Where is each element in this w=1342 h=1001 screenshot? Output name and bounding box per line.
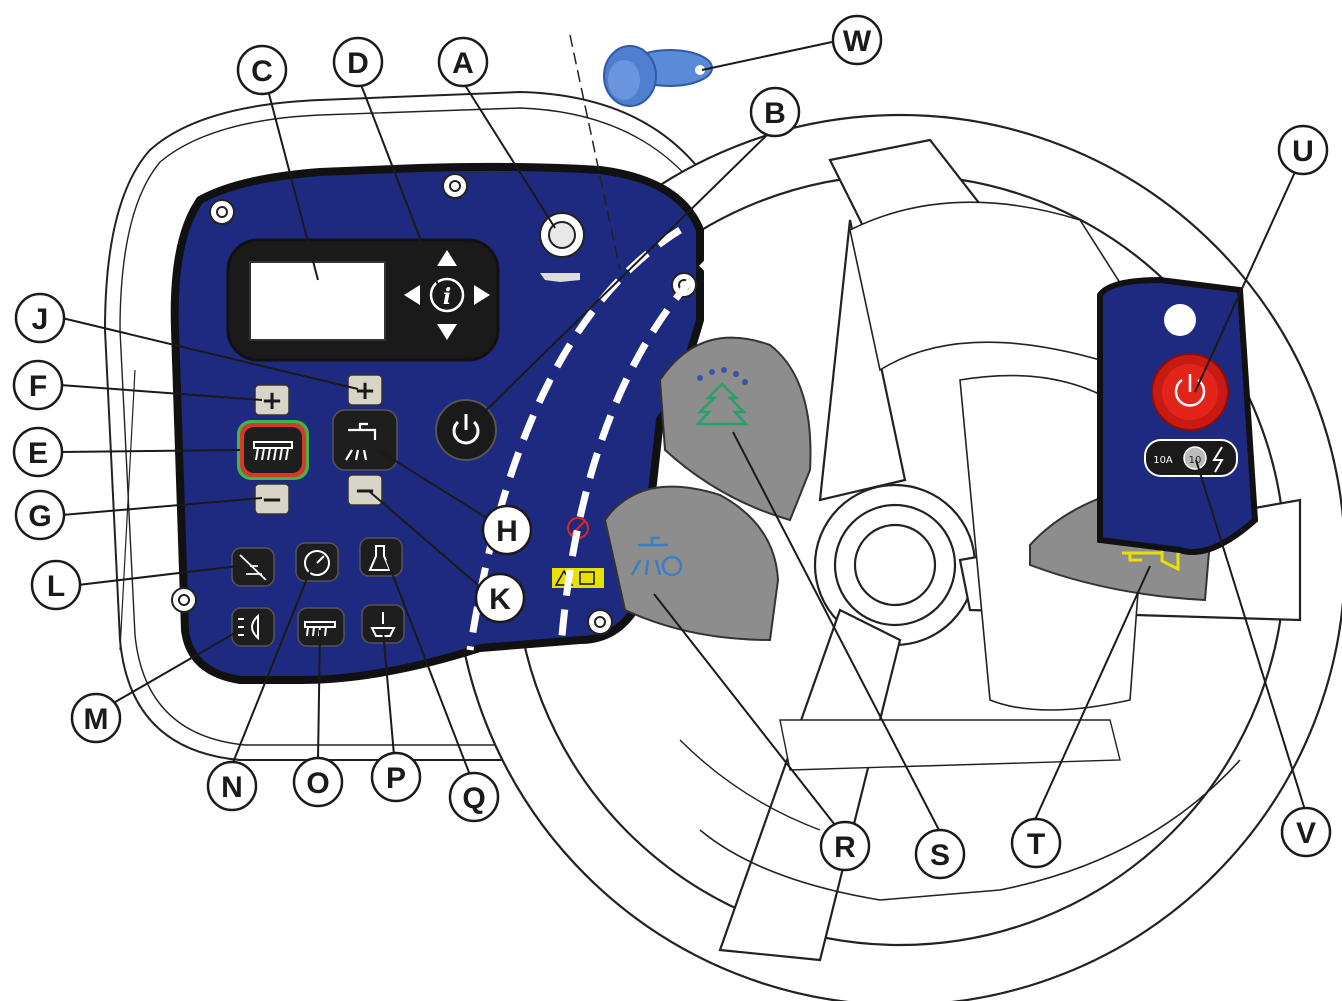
svg-text:J: J xyxy=(32,303,49,336)
callout-V: V xyxy=(1280,806,1332,858)
squeegee-icon xyxy=(370,612,396,637)
brush-plus-button[interactable]: + xyxy=(254,384,290,416)
svg-text:C: C xyxy=(251,55,273,88)
callout-J: J xyxy=(14,292,66,344)
brush-icon xyxy=(253,441,293,461)
callout-U: U xyxy=(1277,124,1329,176)
emergency-stop-icon xyxy=(1174,374,1206,407)
brush-minus-button[interactable]: − xyxy=(254,483,290,515)
callout-P: P xyxy=(370,751,422,803)
key-fob-icon[interactable] xyxy=(603,45,713,107)
callout-O: O xyxy=(292,756,344,808)
callout-K: K xyxy=(474,572,526,624)
svg-text:U: U xyxy=(1292,135,1314,168)
power-icon xyxy=(452,414,480,445)
callout-H: H xyxy=(481,504,533,556)
svg-text:H: H xyxy=(496,515,518,548)
callout-W: W xyxy=(831,14,883,66)
callout-N: N xyxy=(206,760,258,812)
svg-text:G: G xyxy=(28,500,51,533)
solution-button[interactable] xyxy=(332,409,398,471)
svg-text:S: S xyxy=(930,839,950,872)
svg-text:−: − xyxy=(354,476,376,506)
svg-text:−: − xyxy=(261,485,283,515)
svg-text:V: V xyxy=(1296,817,1316,850)
scrub-deck-lift-pedal-icon xyxy=(695,367,749,426)
scrub-deck-lift-pedal[interactable] xyxy=(658,336,812,522)
callout-F: F xyxy=(12,359,64,411)
info-icon: i xyxy=(443,284,451,310)
svg-text:P: P xyxy=(386,762,406,795)
extra-pressure-button[interactable] xyxy=(297,607,345,647)
svg-text:K: K xyxy=(489,583,511,616)
leader-lines xyxy=(59,41,1306,833)
speed-button[interactable] xyxy=(295,542,339,582)
svg-text:D: D xyxy=(347,47,369,80)
callout-D: D xyxy=(332,36,384,88)
fuse-value-label: 10 xyxy=(1189,455,1202,466)
extra-pressure-icon xyxy=(304,621,336,637)
svg-text:Q: Q xyxy=(462,782,485,815)
svg-text:E: E xyxy=(28,437,48,470)
no-scrub-button[interactable] xyxy=(231,547,275,587)
callout-Q: Q xyxy=(448,771,500,823)
svg-text:+: + xyxy=(354,376,376,406)
squeegee-button[interactable] xyxy=(361,604,405,644)
headlight-button[interactable] xyxy=(231,607,275,647)
solution-flow-icon xyxy=(345,422,377,461)
callout-T: T xyxy=(1010,817,1062,869)
svg-text:N: N xyxy=(221,771,243,804)
brush-button[interactable] xyxy=(237,420,309,480)
callout-E: E xyxy=(12,426,64,478)
svg-text:O: O xyxy=(306,767,329,800)
emergency-stop-button[interactable] xyxy=(1151,353,1229,431)
svg-text:T: T xyxy=(1027,828,1045,861)
no-scrub-icon xyxy=(239,554,267,581)
navigation-pad[interactable]: i xyxy=(404,250,490,340)
circuit-breaker[interactable]: 10A 10 xyxy=(1144,439,1238,477)
callout-B: B xyxy=(749,86,801,138)
callout-A: A xyxy=(437,36,489,88)
scrub-mode-pedal-icon xyxy=(630,536,683,577)
callout-S: S xyxy=(914,828,966,880)
callout-C: C xyxy=(236,44,288,96)
solution-plus-button[interactable]: + xyxy=(347,374,383,406)
callout-M: M xyxy=(70,692,122,744)
key-insert-guide xyxy=(569,34,621,271)
svg-text:M: M xyxy=(84,703,109,736)
svg-text:F: F xyxy=(29,370,47,403)
headlight-icon xyxy=(238,613,259,641)
svg-text:+: + xyxy=(261,386,283,416)
svg-text:B: B xyxy=(764,97,786,130)
solution-minus-button[interactable]: − xyxy=(347,474,383,506)
display-screen xyxy=(226,238,500,362)
detergent-button[interactable] xyxy=(359,537,403,577)
svg-text:W: W xyxy=(843,25,872,58)
svg-text:A: A xyxy=(452,47,474,80)
callout-G: G xyxy=(14,489,66,541)
callout-labels: A B C D E F G H J K L M N O P Q R S T U … xyxy=(12,14,1332,880)
circuit-breaker-icon xyxy=(1212,446,1224,473)
callout-R: R xyxy=(819,820,871,872)
svg-text:R: R xyxy=(834,831,856,864)
svg-text:L: L xyxy=(47,570,65,603)
speed-gauge-icon xyxy=(304,550,330,576)
callout-L: L xyxy=(30,559,82,611)
fuse-rating-label: 10A xyxy=(1153,455,1173,466)
key-switch-icon[interactable] xyxy=(539,212,585,282)
